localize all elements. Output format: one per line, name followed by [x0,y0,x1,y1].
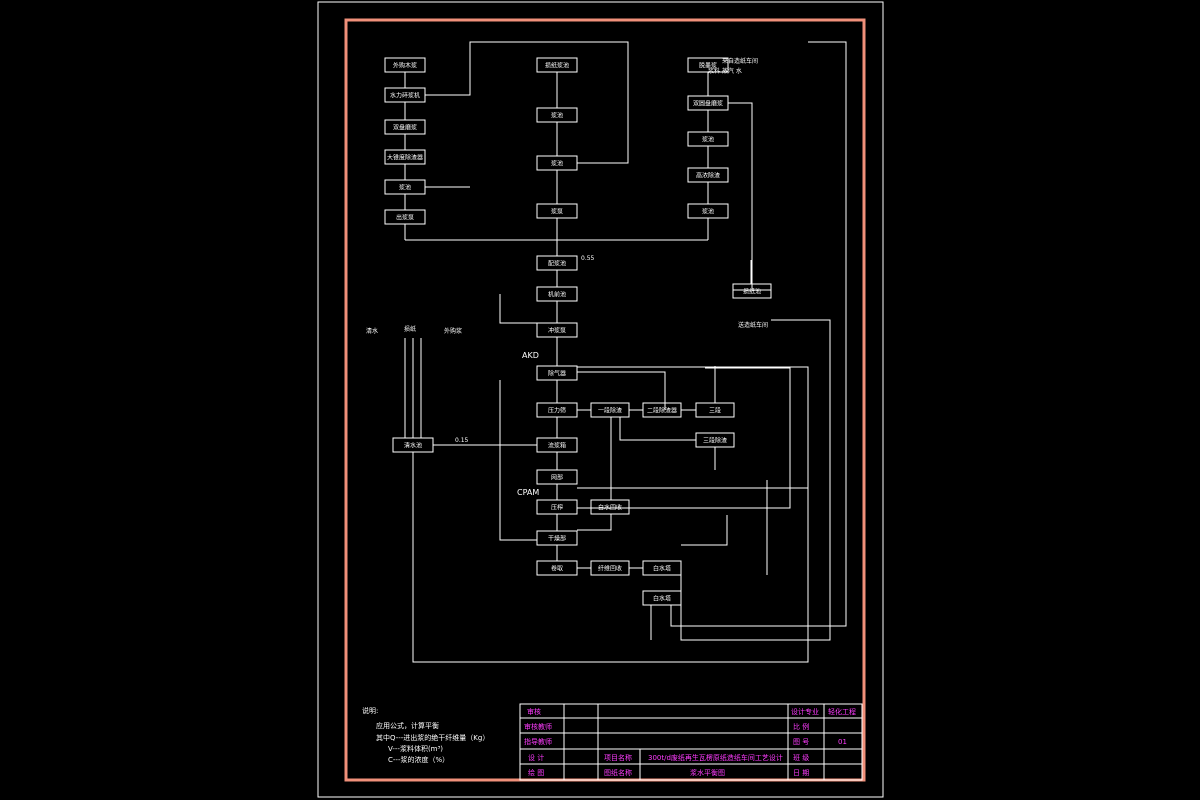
process-box-label: 浆池 [551,160,563,168]
process-box-label: 浆池 [551,112,563,120]
process-box-label: 损纸浆池 [545,62,569,70]
tb-r1-label: 审核 [527,707,541,716]
tb-k3: 图 号 [793,738,809,746]
process-box-label: 二段除渣器 [647,407,677,415]
flow-line [499,380,537,541]
process-box-label: 压力筛 [548,407,566,415]
process-box-label: 纤维回收 [598,565,622,573]
process-box-label: 脱墨浆 [699,62,717,70]
process-box-label: 一段除渣 [598,407,622,415]
process-box-label: 水力碎浆机 [390,92,420,100]
process-box-label: 冲浆泵 [548,327,566,335]
process-box-label: 配浆池 [548,260,566,268]
process-box-label: 白水塔 [653,595,671,603]
process-box-label: 除气器 [548,370,566,378]
label-left-in3: 外购浆 [444,327,462,335]
process-box-label: 网部 [551,474,563,482]
process-box [590,499,630,515]
flow-line [681,515,728,546]
flow-line [728,102,771,291]
tb-project-label: 项目名称 [604,753,632,762]
process-box-label: 大锥度除渣器 [387,154,423,162]
label-left-in1: 清水 [366,327,378,335]
tb-drawing-label: 图纸名称 [604,768,632,777]
tb-project-name: 300t/d废纸再生瓦楞原纸造纸车间工艺设计 [648,753,783,762]
label-left-in2: 损纸 [404,325,416,333]
notes-line1: 应用公式，计算平衡 [376,721,439,730]
title-block [519,703,863,781]
flow-line [680,319,831,641]
notes-heading: 说明: [362,706,378,715]
notes-line2: 其中Q---进出浆的绝干纤维量（Kg） [376,733,489,742]
process-box-label: 外购木浆 [393,62,417,70]
flow-line [577,367,791,509]
tb-r3-label: 指导教师 [524,737,552,746]
process-box-label: 浆池 [702,208,714,216]
process-box-label: 损纸池 [743,288,761,296]
label-akd: AKD [522,351,539,360]
process-box-label: 双圆盘磨浆 [693,100,723,108]
process-box-label: 高浓除渣 [696,172,720,180]
flow-line [619,417,696,441]
process-box-label: 浆池 [399,184,411,192]
tb-v3: 01 [838,738,847,746]
tb-k1: 设计专业 [791,707,819,716]
label-to-out: 送造纸车间 [738,321,768,329]
flow-line [499,294,537,324]
process-box-label: 出浆泵 [396,214,414,222]
process-box-label: 双盘磨浆 [393,124,417,132]
flow-line [670,41,847,627]
label-val-055: 0.55 [581,255,595,262]
flow-line [577,371,666,410]
process-box-label: 流浆箱 [548,442,566,450]
label-top-right-note: 来自造纸车间 [722,57,758,65]
drawing-border [317,1,884,798]
tb-k2: 比 例 [793,722,809,731]
tb-r5-label: 绘 图 [528,768,544,777]
tb-v1: 轻化工程 [828,707,856,716]
process-box-label: 干燥部 [548,535,566,543]
flow-line [577,514,612,531]
flow-lines [404,41,847,663]
process-box-label: 卷取 [551,565,563,573]
tb-drawing-name: 浆水平衡图 [690,768,725,777]
process-box-label: 三段 [709,407,721,415]
label-top-right-note2: 浆料 蒸汽 水 [708,67,742,75]
flow-line [425,41,629,164]
tb-k5: 日 期 [793,769,809,777]
label-cpam: CPAM [517,488,539,497]
process-box-label: 机前池 [548,291,566,299]
tb-k4: 班 级 [793,753,809,762]
flow-line [412,366,809,663]
notes-line3: V---浆料体积(m³) [388,744,443,753]
process-box-label: 三段除渣 [703,437,727,445]
process-boxes: 外购木浆水力碎浆机双盘磨浆大锥度除渣器浆池出浆泵损纸浆池浆池浆池浆泵脱墨浆双圆盘… [384,57,772,606]
notes-line4: C---浆的浓度（%） [388,755,449,764]
tb-r4-label: 设 计 [528,753,544,762]
process-box-label: 浆池 [702,136,714,144]
process-box-label: 浆泵 [551,208,563,216]
process-box-label: 白水塔 [653,565,671,573]
process-box-label: 压榨 [551,504,563,512]
label-val-015: 0.15 [455,437,469,444]
process-box-label: 清水池 [404,442,422,450]
tb-r2-label: 审核教师 [524,722,552,731]
